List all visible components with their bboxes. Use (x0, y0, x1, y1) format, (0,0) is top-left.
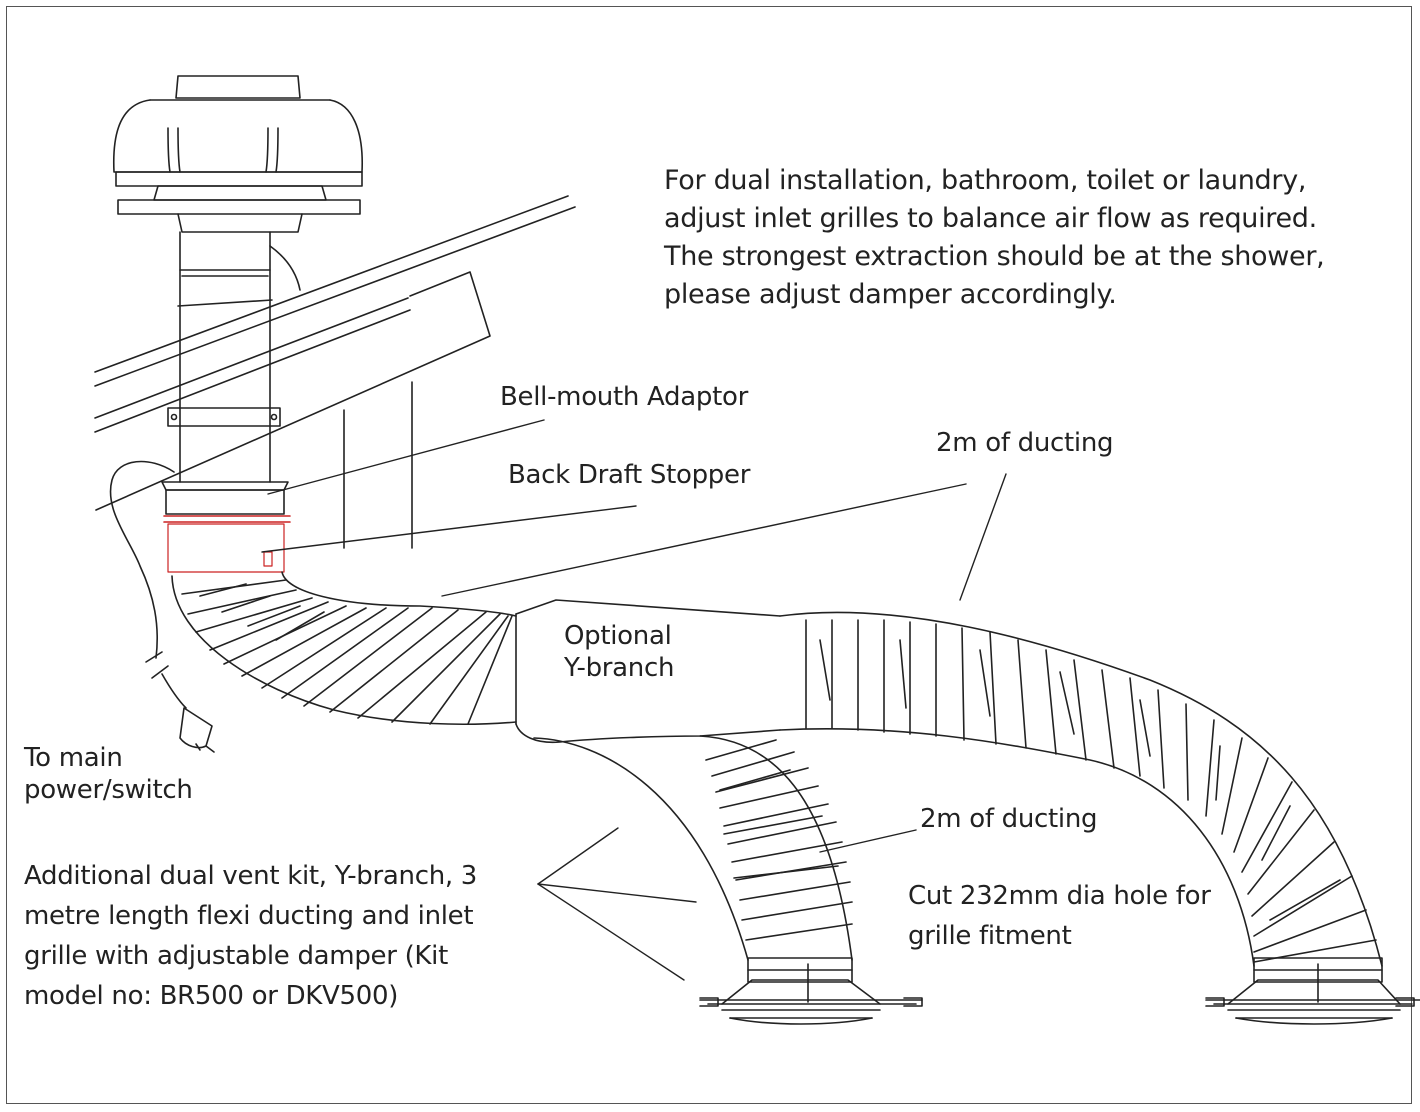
power-label-line-2: power/switch (24, 775, 193, 805)
back-draft-stopper (163, 515, 291, 573)
hole-label-line-2: grille fitment (908, 921, 1072, 951)
flexi-duct-right (779, 611, 1383, 967)
hole-label-line-1: Cut 232mm dia hole for (908, 881, 1211, 911)
roof-fan-cowl-icon (112, 75, 363, 233)
power-cord (109, 460, 187, 709)
flexi-duct-branch (533, 735, 853, 961)
diagram-frame (6, 6, 1412, 1104)
ducting-top-label: 2m of ducting (936, 428, 1114, 458)
note-line-3: The strongest extraction should be at th… (664, 241, 1325, 272)
kit-label-line-2: metre length flexi ducting and inlet (24, 901, 474, 931)
roof-structure (94, 195, 576, 549)
note-line-2: adjust inlet grilles to balance air flow… (664, 203, 1317, 234)
kit-label-line-1: Additional dual vent kit, Y-branch, 3 (24, 861, 478, 891)
y-branch-label-line-2: Y-branch (564, 653, 675, 683)
kit-label-line-3: grille with adjustable damper (Kit (24, 941, 448, 971)
hole-cut-label: Cut 232mm dia hole for grille fitment (908, 876, 1211, 956)
bell-mouth-adaptor (161, 481, 289, 515)
ducting-bottom-label: 2m of ducting (920, 804, 1098, 834)
back-draft-stopper-label: Back Draft Stopper (508, 460, 751, 490)
kit-label-line-4: model no: BR500 or DKV500) (24, 981, 399, 1011)
bell-mouth-adaptor-label: Bell-mouth Adaptor (500, 382, 748, 412)
note-line-4: please adjust damper accordingly. (664, 279, 1117, 310)
y-branch-label-line-1: Optional (564, 621, 672, 651)
flexi-duct-left (171, 571, 517, 726)
plug-icon (179, 707, 215, 753)
y-branch-label: Optional Y-branch (564, 620, 674, 684)
dual-vent-kit-label: Additional dual vent kit, Y-branch, 3 me… (24, 856, 477, 1016)
leader-lines (261, 419, 1007, 981)
installation-note: For dual installation, bathroom, toilet … (664, 162, 1325, 314)
y-branch (515, 599, 781, 744)
stack-pipe (167, 231, 301, 483)
power-label-line-1: To main (24, 743, 123, 773)
inlet-grille-right (1205, 957, 1420, 1025)
power-switch-label: To main power/switch (24, 742, 193, 806)
inlet-grille-left (699, 957, 923, 1025)
note-line-1: For dual installation, bathroom, toilet … (664, 165, 1307, 196)
